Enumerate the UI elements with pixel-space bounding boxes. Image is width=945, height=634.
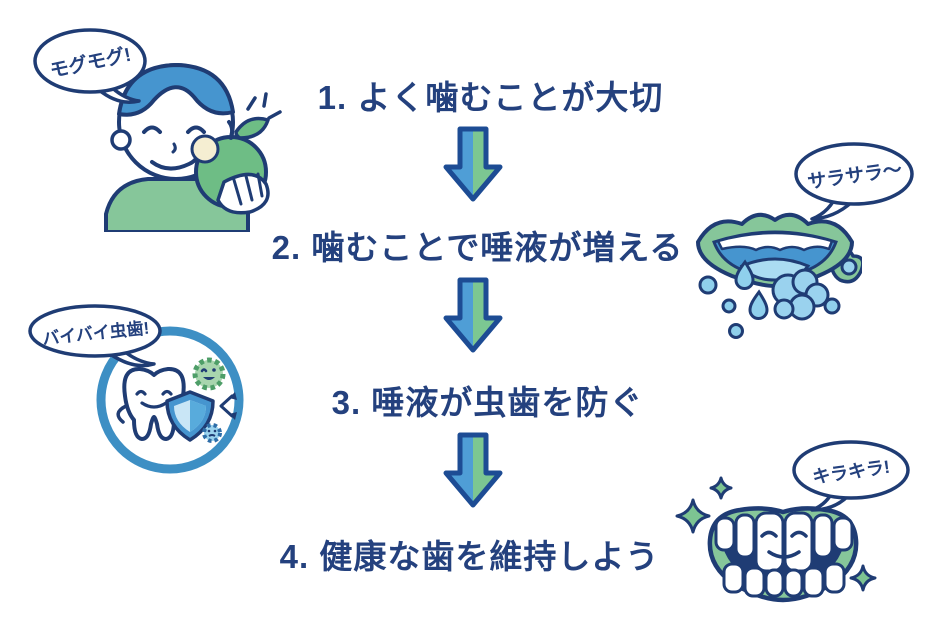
speech-bubble-byebye-cavities: バイバイ虫歯! [28, 304, 163, 368]
sparkling-teeth-illustration [672, 466, 887, 621]
step-2-title: 2. 噛むことで唾液が増える [271, 229, 684, 266]
down-arrow-icon [441, 126, 505, 204]
down-arrow-icon [441, 277, 505, 355]
step-3-title: 3. 唾液が虫歯を防ぐ [331, 384, 644, 421]
down-arrow-icon [441, 432, 505, 510]
boy-eating-apple-illustration [88, 52, 288, 234]
mouth-saliva-illustration [692, 194, 865, 344]
speech-bubble-sarasara: サラサラ〜 [794, 142, 915, 221]
step-4-title: 4. 健康な歯を維持しよう [279, 538, 660, 575]
speech-bubble-mogumogu: モグモグ! [33, 28, 148, 104]
step-1-title: 1. よく噛むことが大切 [317, 79, 664, 116]
speech-bubble-kirakira: キラキラ! [792, 440, 910, 512]
